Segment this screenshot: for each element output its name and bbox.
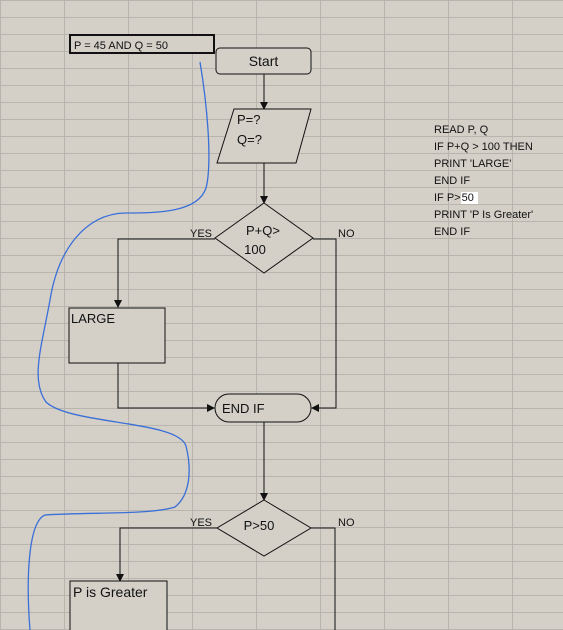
endif-terminal [214,393,312,423]
code-line-7: END IF [434,226,471,238]
decision2-label: P>50 [244,518,275,533]
process-p-greater [69,580,168,630]
input-parallelogram [216,108,312,164]
start-label: Start [249,53,279,69]
note-text: P = 45 AND Q = 50 [74,40,168,52]
code-line-4: END IF [434,175,471,187]
decision1-no-label: NO [338,228,355,240]
code-line-5: IF P>50 [434,190,533,207]
process-large-label: LARGE [71,311,115,326]
decision1-diamond [214,202,314,274]
input-label-p: P=? [237,112,261,127]
input-label-q: Q=? [237,132,262,147]
decision2-diamond [216,499,312,557]
arrow-decision1-no [311,238,337,412]
decision1-label-bottom: 100 [244,242,266,257]
trace-line [27,61,210,630]
code-line-5-value[interactable]: 50 [460,192,478,204]
arrow-decision2-yes [116,527,217,582]
decision2-no-label: NO [338,517,355,529]
pseudocode-block: READ P, Q IF P+Q > 100 THEN PRINT 'LARGE… [434,122,533,241]
code-line-2: IF P+Q > 100 THEN [434,141,533,153]
arrow-decision1-yes [114,238,215,308]
code-line-6: PRINT 'P Is Greater' [434,209,534,221]
endif-label: END IF [222,401,265,416]
decision2-yes-label: YES [190,517,212,529]
note-box [69,34,215,54]
line-decision2-no [311,527,336,630]
decision1-label-top: P+Q> [246,223,280,238]
code-line-3: PRINT 'LARGE' [434,158,512,170]
code-line-5-prefix: IF P> [434,192,461,204]
process-large [68,307,166,364]
process-p-greater-label: P is Greater [73,584,148,600]
code-line-1: READ P, Q [434,124,489,136]
decision1-yes-label: YES [190,228,212,240]
arrow-large-to-endif [117,363,215,412]
